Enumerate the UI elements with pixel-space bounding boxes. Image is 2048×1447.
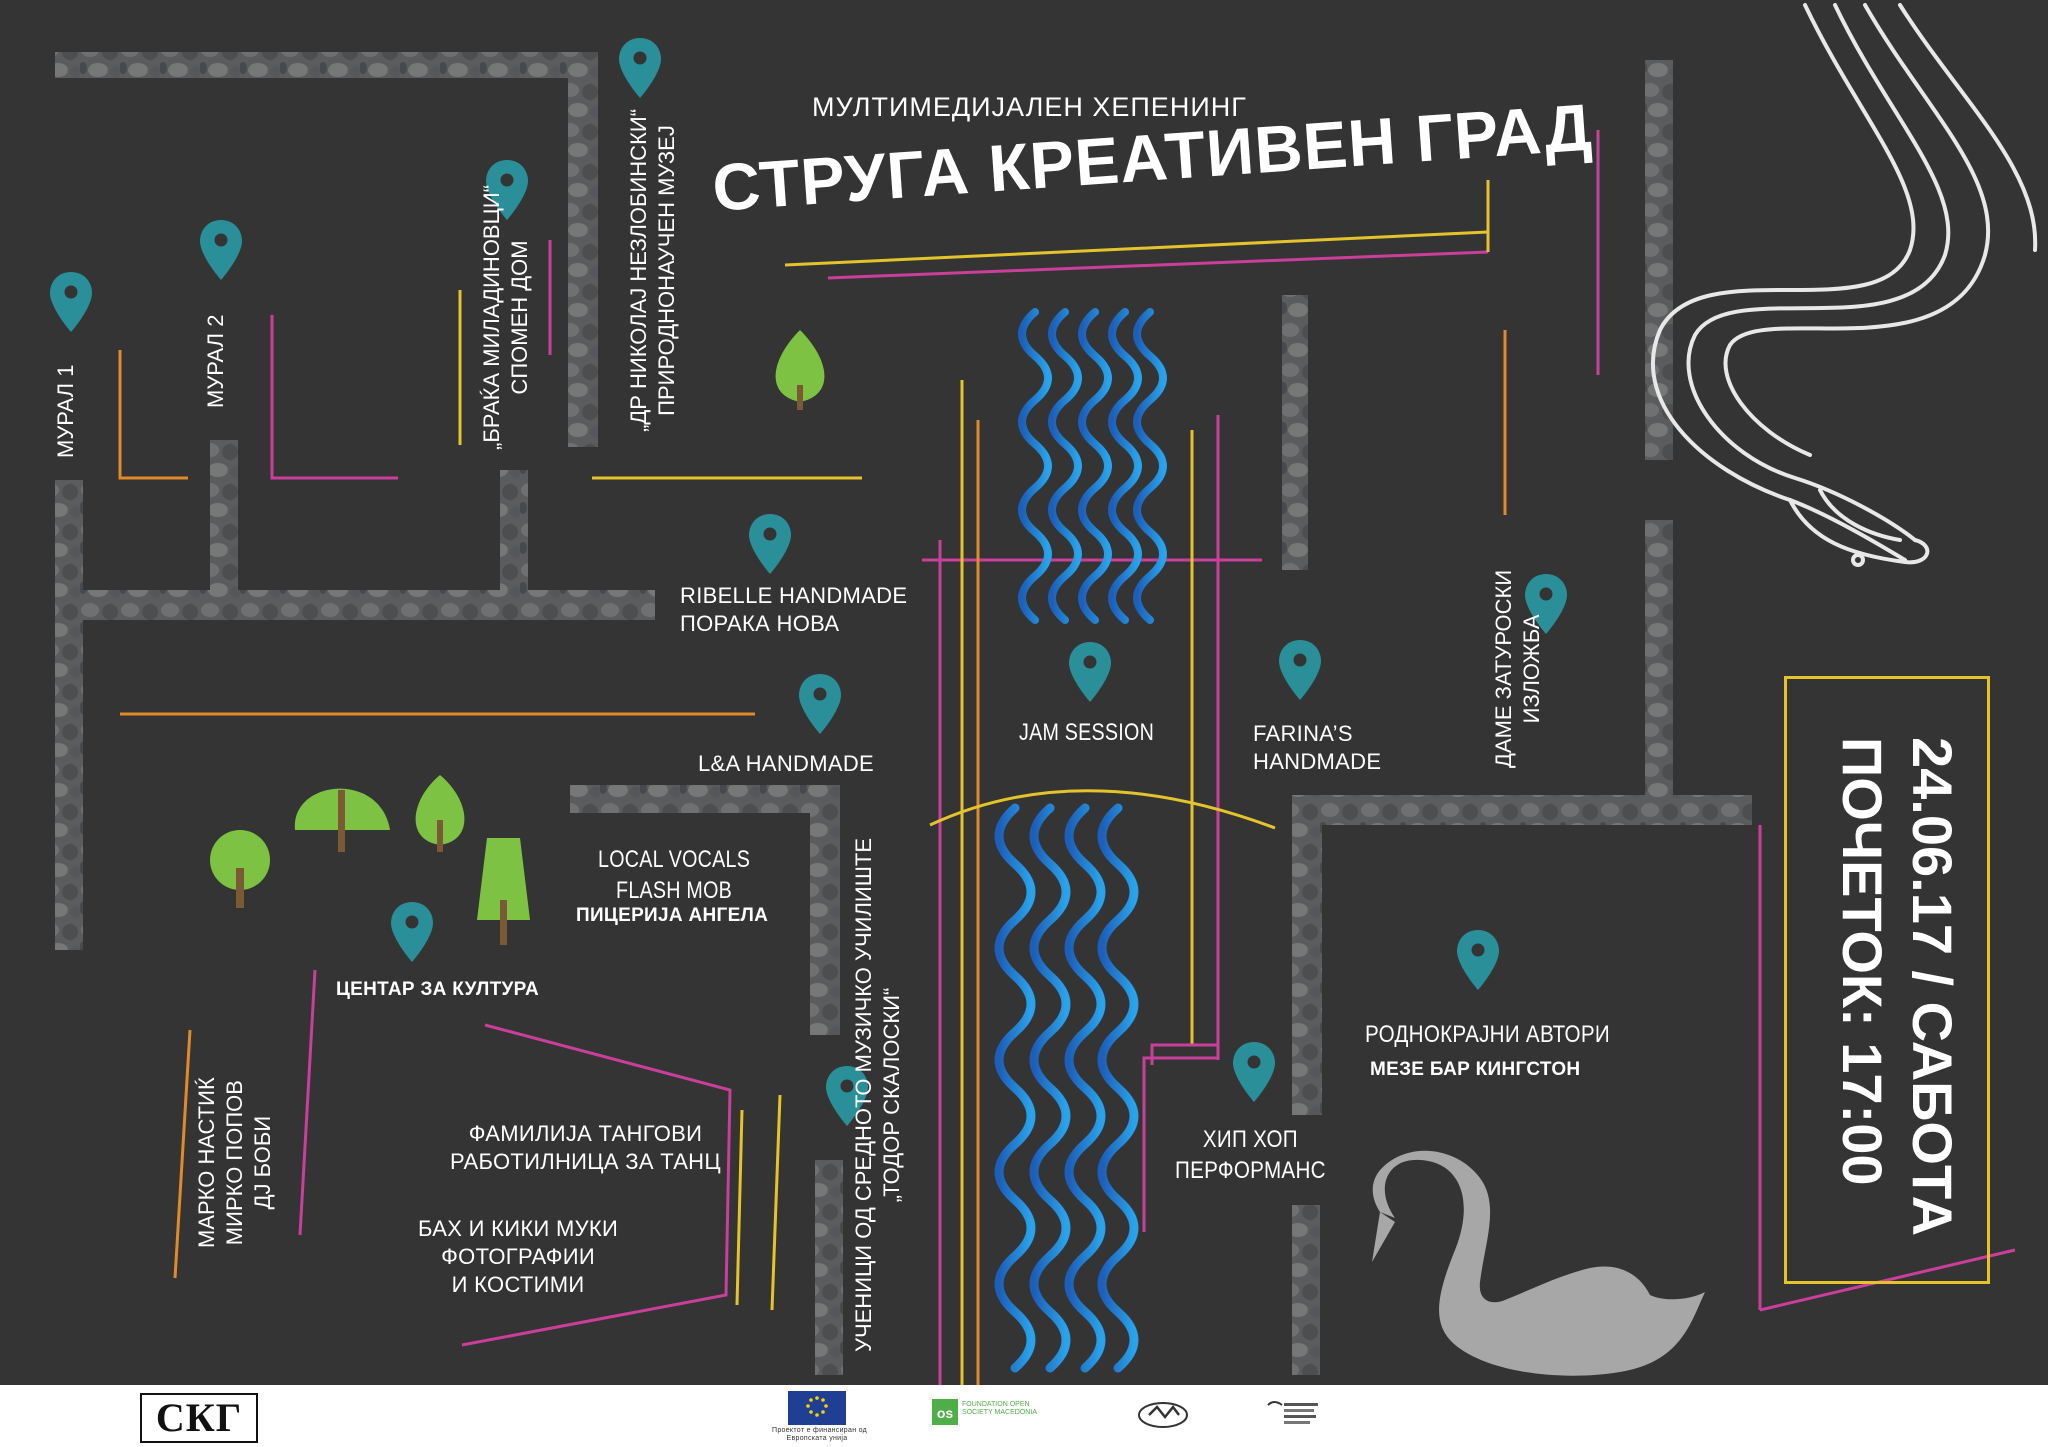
label-memorial-house: „БРАЌА МИЛАДИНОВЦИ“СПОМЕН ДОМ	[479, 184, 533, 450]
eel-illustration	[1651, 3, 2038, 567]
map-pin-icon	[1231, 1040, 1277, 1104]
map-pin-icon	[484, 158, 530, 222]
map-pin-icon	[198, 218, 244, 282]
label-mural-1: МУРАЛ 1	[53, 364, 78, 458]
street-walls	[55, 52, 1752, 1375]
river-bottom	[994, 803, 1139, 1373]
map-pin-icon	[617, 36, 663, 100]
svg-text:os: os	[937, 1405, 954, 1421]
map-pin-icon	[747, 512, 793, 576]
tree-icon	[775, 330, 825, 410]
event-start-time: ПОЧЕТОК: 17:00	[1831, 737, 1894, 1186]
eu-stars	[806, 1396, 828, 1417]
route-lines	[118, 130, 2016, 1385]
event-subtitle: МУЛТИМЕДИЈАЛЕН ХЕПЕНИНГ	[812, 92, 1247, 122]
tree-icon	[294, 788, 390, 852]
event-date: 24.06.17 / САБОТА	[1901, 737, 1964, 1237]
label-pizzeria-angela: ПИЦЕРИЈА АНГЕЛА	[576, 905, 769, 926]
label-la-handmade: L&A HANDMADE	[698, 751, 874, 776]
map-pin-icon	[48, 270, 94, 334]
partner-logo-2	[1262, 1397, 1322, 1431]
tree-icon	[477, 838, 530, 945]
tree-icon	[415, 775, 465, 852]
tree-icons	[210, 330, 825, 945]
label-native-authors: РОДНОКРАЈНИ АВТОРИ	[1365, 1021, 1610, 1048]
map-pin-icon	[1523, 572, 1569, 636]
label-meze-bar-kingston: МЕЗЕ БАР КИНГСТОН	[1370, 1059, 1581, 1080]
label-mural-2: МУРАЛ 2	[203, 314, 228, 408]
label-music-school-students: УЧЕНИЦИ ОД СРЕДНОТО МУЗИЧКО УЧИЛИШТЕ„ТОД…	[851, 837, 905, 1352]
map-pin-icon	[797, 672, 843, 736]
label-natural-museum: „ДР НИКОЛАЈ НЕЗЛОБИНСКИ“ПРИРОДНОНАУЧЕН М…	[626, 108, 680, 432]
swan-illustration	[1372, 1150, 1705, 1376]
partner-logo-1	[1135, 1397, 1191, 1431]
river-top	[1018, 308, 1167, 624]
tree-icon	[210, 830, 270, 908]
foundation-logo: os FOUNDATION OPEN SOCIETY MACEDONIA	[932, 1397, 1054, 1427]
map-pin-icon	[1277, 638, 1323, 702]
map-pin-icon	[389, 900, 435, 964]
skg-logo: СКГ	[140, 1393, 258, 1443]
label-jam-session: JAM SESSION	[1019, 719, 1155, 746]
event-date-box: 24.06.17 / САБОТА ПОЧЕТОК: 17:00	[1784, 676, 1990, 1284]
eu-flag-icon	[788, 1391, 846, 1425]
map-pin-icon	[1067, 640, 1113, 704]
map-pin-icon	[1455, 928, 1501, 992]
map-pin-icon	[824, 1064, 870, 1128]
label-culture-center: ЦЕНТАР ЗА КУЛТУРА	[336, 979, 540, 1000]
